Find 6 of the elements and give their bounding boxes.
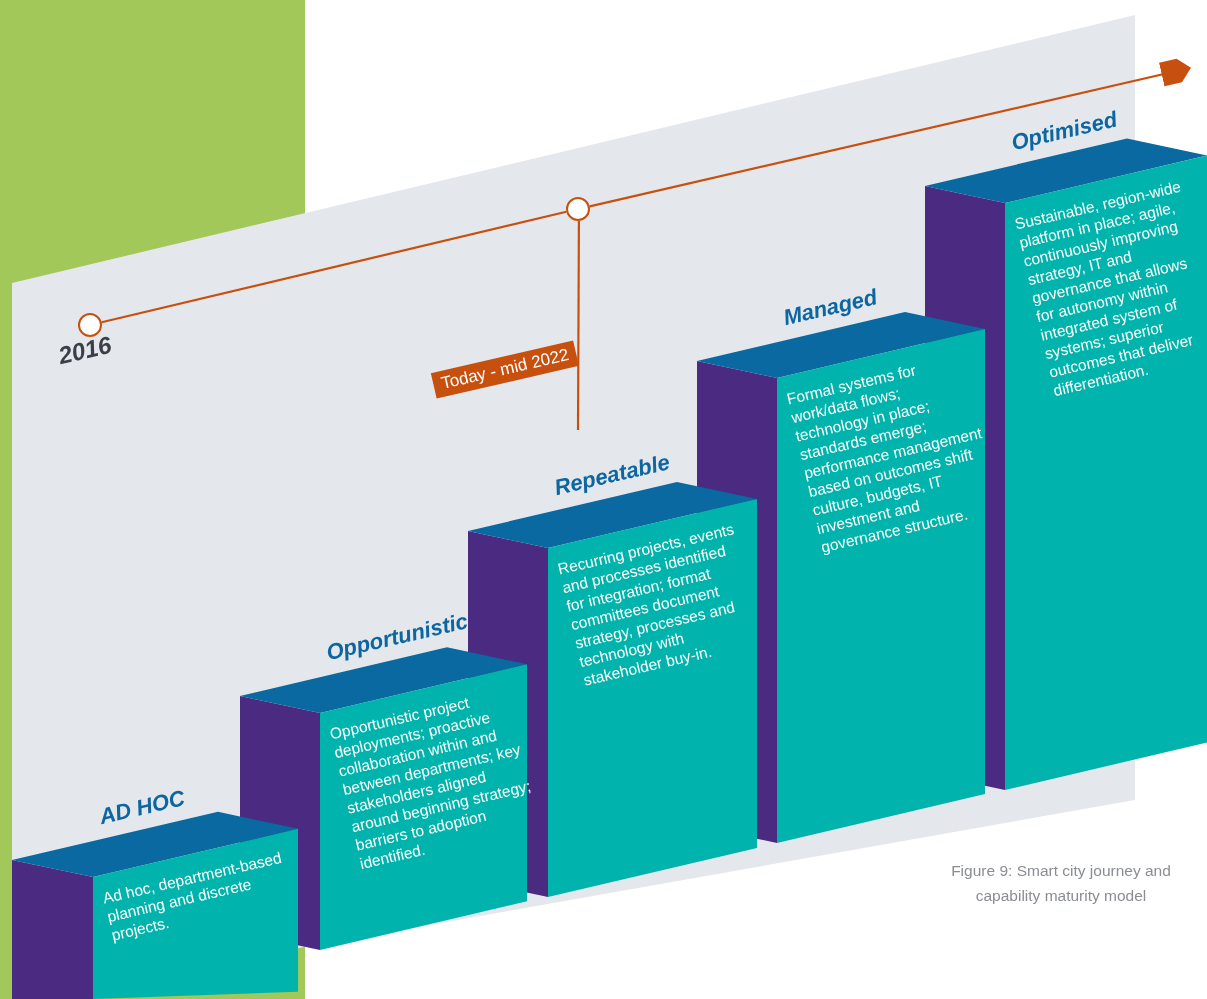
stage-title: Managed — [780, 283, 880, 332]
connector-line — [101, 210, 567, 324]
stage-title: AD HOC — [96, 783, 188, 831]
connector-line — [576, 220, 580, 430]
figure-caption: Figure 9: Smart city journey and capability maturity model — [950, 861, 1172, 906]
year-label: 2016 — [55, 330, 114, 370]
